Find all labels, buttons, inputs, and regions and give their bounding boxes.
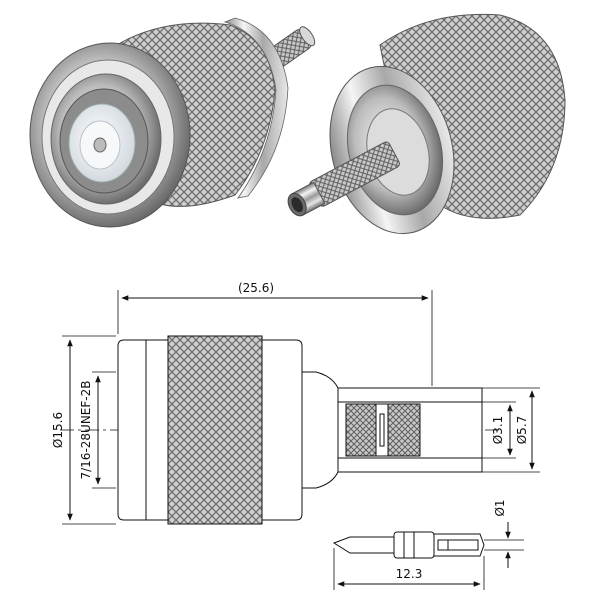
contact-pin bbox=[332, 531, 485, 559]
technical-drawing bbox=[60, 290, 540, 590]
rear-ring bbox=[261, 339, 303, 521]
crimp-sleeve bbox=[287, 141, 400, 217]
body-taper bbox=[301, 371, 339, 489]
ferrule-band-1 bbox=[345, 403, 377, 457]
overall-length-label: (25.6) bbox=[238, 281, 274, 295]
body-diameter-label: Ø15.6 bbox=[51, 412, 65, 448]
pin-diameter-label: Ø1 bbox=[493, 499, 507, 516]
sleeve-inner-diameter-label: Ø3.1 bbox=[491, 416, 505, 445]
center-contact bbox=[93, 137, 107, 153]
thread-spec-label: 7/16-28UNEF-2B bbox=[79, 381, 93, 480]
pin-length-label: 12.3 bbox=[396, 567, 423, 581]
ferrule-band-2 bbox=[387, 403, 421, 457]
knurl-section bbox=[167, 335, 263, 525]
rear-connector-photo bbox=[287, 13, 566, 235]
front-connector-photo bbox=[29, 17, 316, 228]
front-cap bbox=[117, 339, 169, 521]
sleeve-outer-diameter-label: Ø5.7 bbox=[515, 416, 529, 445]
